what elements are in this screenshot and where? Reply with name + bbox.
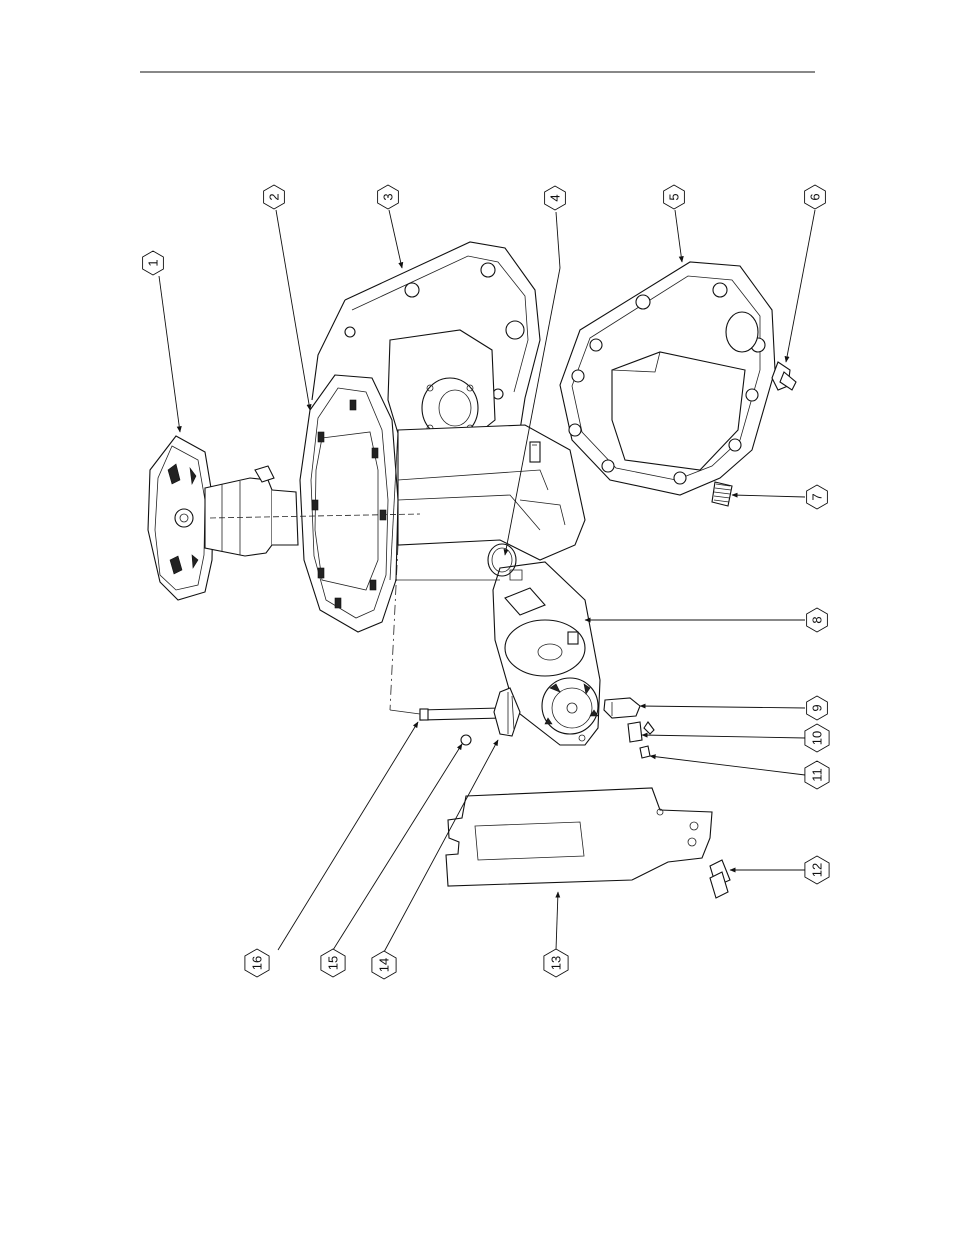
part-11-screw: [640, 746, 650, 758]
part-13-lever: [446, 788, 712, 886]
callout-label: 14: [377, 958, 392, 972]
callout-label: 9: [810, 704, 825, 711]
part-6-screw: [772, 362, 796, 390]
callout-label: 10: [810, 731, 825, 745]
callout-label: 5: [667, 193, 682, 200]
part-4-retaining-ring: [488, 544, 516, 576]
callout-15: 15: [321, 949, 345, 977]
part-7-spring: [712, 482, 732, 506]
callout-label: 8: [810, 616, 825, 623]
callout-4: 4: [545, 186, 566, 210]
callout-5: 5: [664, 185, 685, 209]
callout-label: 1: [146, 259, 161, 266]
callout-11: 11: [805, 761, 829, 789]
callout-label: 3: [381, 193, 396, 200]
callout-1: 1: [143, 251, 164, 275]
callout-label: 2: [267, 193, 282, 200]
callout-label: 7: [810, 493, 825, 500]
callout-3: 3: [378, 185, 399, 209]
callout-13: 13: [544, 949, 568, 977]
part-14-bevel-gear: [494, 688, 520, 736]
callout-label: 13: [549, 956, 564, 970]
callout-12: 12: [805, 856, 829, 884]
callout-6: 6: [805, 185, 826, 209]
callout-14: 14: [372, 951, 396, 979]
callout-10: 10: [805, 724, 829, 752]
callout-label: 16: [250, 956, 265, 970]
callout-7: 7: [807, 485, 828, 509]
part-9-bracket: [604, 698, 640, 718]
callout-2: 2: [264, 185, 285, 209]
callout-label: 11: [810, 768, 825, 782]
callout-label: 15: [326, 956, 341, 970]
part-16-shaft: [420, 708, 502, 720]
callout-label: 12: [810, 863, 825, 877]
callout-label: 6: [808, 193, 823, 200]
callout-16: 16: [245, 949, 269, 977]
callout-label: 4: [548, 194, 563, 201]
callout-8: 8: [807, 608, 828, 632]
part-15-washer: [461, 735, 471, 745]
part-2-adaptor-plate: [300, 375, 398, 632]
part-10-plate: [628, 722, 654, 742]
callout-9: 9: [807, 696, 828, 720]
part-12-bolt: [710, 860, 730, 898]
part-5-cover: [560, 262, 775, 495]
leader-lines: [159, 210, 815, 952]
